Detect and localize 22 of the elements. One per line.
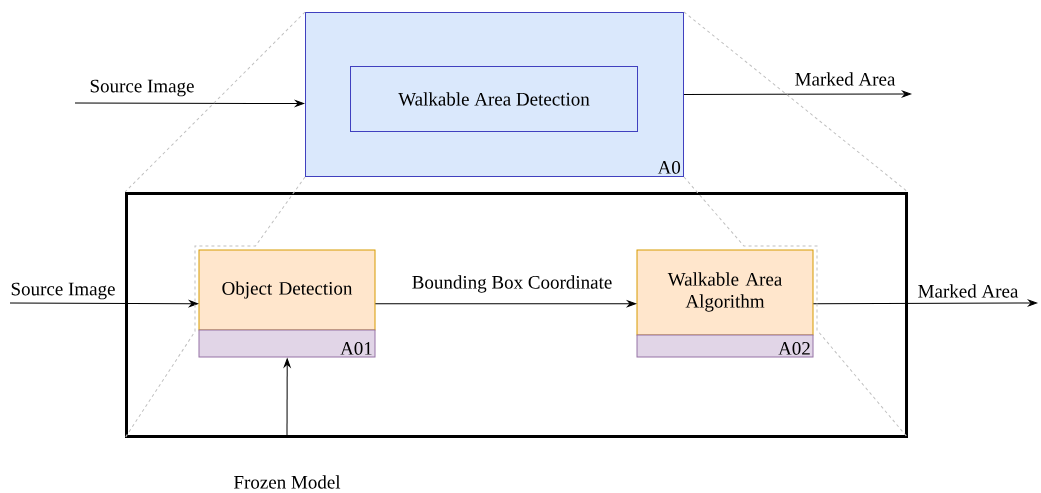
node-label: A02 [778,341,810,355]
zoom-line [124,11,306,193]
arrow [283,358,291,436]
edge-label: Source Image [11,282,115,300]
zoom-line [683,176,909,439]
edge-label: Source Image [90,79,194,97]
process-box: Walkable Area Detection [350,66,638,132]
arrow [683,90,912,98]
arrow [374,300,637,308]
activity-box: Object Detection A01 [198,249,376,358]
zoom-line [683,11,909,193]
zoom-line [124,176,306,439]
arrow [74,100,305,107]
edge-label: Marked Area [918,284,1019,298]
decomposition-frame [125,192,908,438]
activity-box: Walkable Area Algorithm A02 [636,249,814,358]
node-label: A01 [340,341,372,355]
edge-label: Bounding Box Coordinate [412,275,612,293]
edge-label: Frozen Model [234,475,341,489]
edge-label: Marked Area [795,72,896,86]
arrow [812,299,1038,307]
arrow [9,300,199,308]
